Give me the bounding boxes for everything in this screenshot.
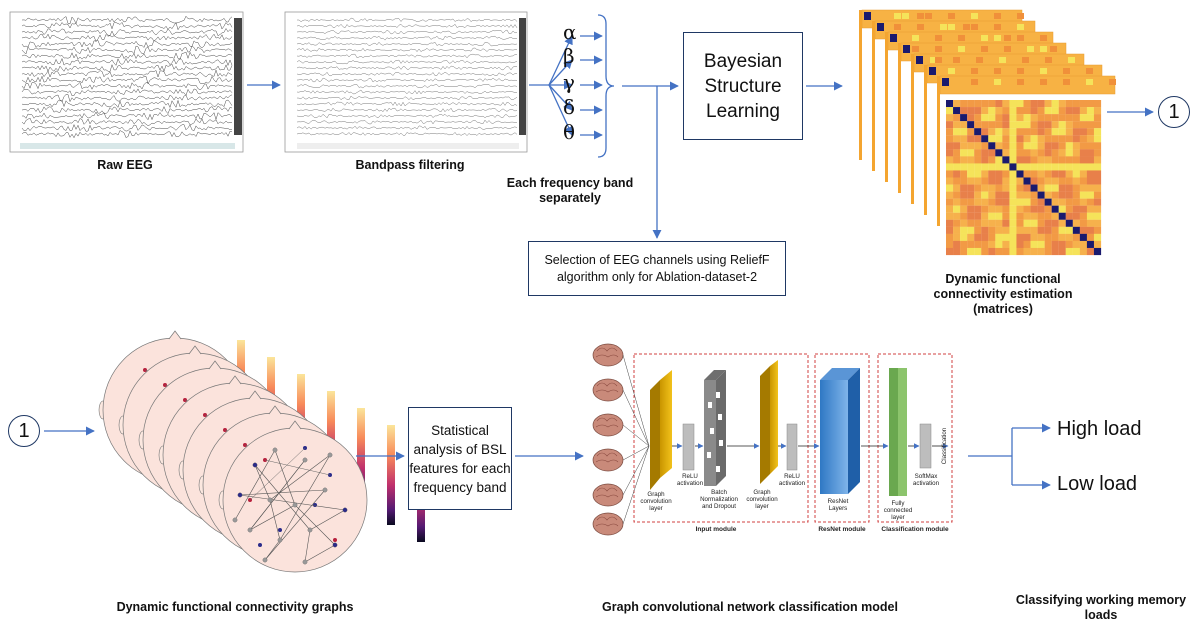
svg-text:ReLU: ReLU — [784, 473, 800, 480]
resnet-module-box — [814, 353, 870, 523]
connectivity-graphs-stack — [98, 330, 425, 573]
output-low-load: Low load — [1057, 473, 1138, 495]
svg-text:Graph: Graph — [647, 491, 665, 498]
gcn-architecture — [592, 343, 953, 536]
connector-circle-out: 1 — [1158, 96, 1190, 128]
svg-text:Classification: Classification — [941, 427, 948, 464]
gc1-layer — [650, 380, 660, 490]
classification-module-box — [877, 353, 953, 523]
band-delta: δ — [563, 95, 576, 119]
band-alpha: α — [563, 20, 577, 44]
bandpass-eeg-plot — [284, 11, 528, 153]
band-fan-arrows — [548, 31, 603, 140]
svg-text:activation: activation — [677, 480, 704, 487]
relu1-block — [682, 423, 695, 471]
input-module-box — [633, 353, 809, 523]
svg-text:ResNet module: ResNet module — [818, 526, 866, 533]
connector-circle-in: 1 — [8, 415, 40, 447]
gc2-layer — [760, 366, 770, 484]
svg-text:Input module: Input module — [696, 526, 737, 533]
label-bandpass: Bandpass filtering — [355, 158, 465, 172]
label-gcn-model: Graph convolutional network classificati… — [602, 600, 898, 614]
label-dfc-estimation: Dynamic functional connectivity estimati… — [933, 272, 1073, 316]
band-beta: β — [563, 44, 575, 68]
band-theta: θ — [563, 120, 576, 144]
statistical-analysis-box: Statistical analysis of BSL features for… — [408, 407, 512, 510]
svg-text:ResNet: ResNet — [828, 498, 849, 505]
relu2-block — [786, 423, 798, 471]
svg-text:activation: activation — [913, 480, 940, 487]
svg-text:layer: layer — [755, 503, 768, 510]
svg-text:layer: layer — [891, 514, 904, 521]
svg-text:ReLU: ReLU — [682, 473, 698, 480]
label-each-band: Each frequency band separately — [506, 176, 634, 205]
band-brace — [597, 14, 615, 158]
svg-text:convolution: convolution — [746, 496, 778, 503]
svg-text:SoftMax: SoftMax — [915, 473, 939, 480]
svg-text:Fully: Fully — [891, 500, 905, 507]
band-gamma: γ — [563, 70, 575, 94]
label-classifying: Classifying working memory loads — [1015, 593, 1187, 622]
relieff-box: Selection of EEG channels using ReliefF … — [528, 241, 786, 296]
svg-text:activation: activation — [779, 480, 806, 487]
resnet-block — [820, 380, 848, 494]
output-high-load: High load — [1057, 418, 1142, 440]
svg-text:Layers: Layers — [829, 505, 848, 512]
svg-text:convolution: convolution — [640, 498, 672, 505]
svg-text:and Dropout: and Dropout — [702, 503, 736, 510]
label-dfc-graphs: Dynamic functional connectivity graphs — [116, 600, 354, 614]
softmax-block — [919, 423, 932, 469]
bsl-box: Bayesian Structure Learning — [683, 32, 803, 140]
svg-text:Graph: Graph — [753, 489, 771, 496]
label-raw-eeg: Raw EEG — [97, 158, 153, 172]
output-arrows — [968, 423, 1051, 490]
svg-text:layer: layer — [649, 505, 662, 512]
svg-text:Normalization: Normalization — [700, 496, 738, 503]
raw-eeg-plot — [9, 11, 244, 153]
svg-text:Classification module: Classification module — [881, 526, 949, 533]
svg-text:Batch: Batch — [711, 489, 727, 496]
svg-text:connected: connected — [884, 507, 913, 514]
connectivity-matrices-stack — [859, 9, 1116, 256]
